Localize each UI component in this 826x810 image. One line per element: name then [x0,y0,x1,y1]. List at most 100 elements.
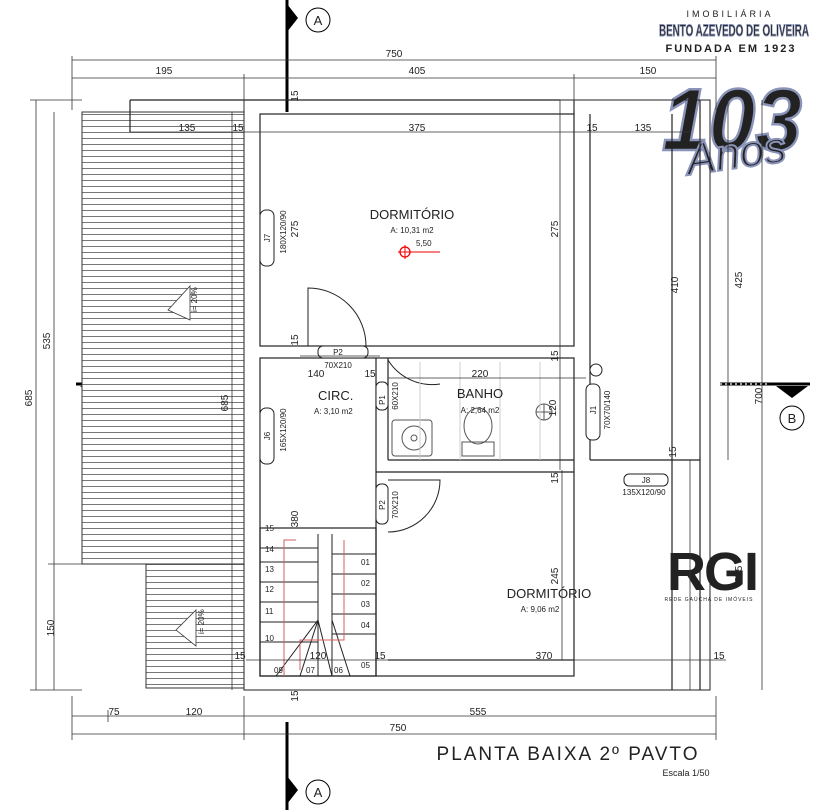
svg-text:220: 220 [472,369,489,380]
svg-text:685: 685 [220,394,231,411]
deck-top: i= 20% [81,111,245,565]
room-dorm1: DORMITÓRIO A: 10,31 m2 5,50 [370,207,455,259]
svg-text:05: 05 [361,661,370,670]
svg-text:245: 245 [670,565,681,582]
svg-text:15: 15 [374,651,386,662]
logo-line-2: BENTO AZEVEDO DE OLIVEIRA [659,21,809,40]
window-j6: J6 165X120/90 [259,407,288,465]
svg-text:A: A [314,13,323,28]
svg-text:15: 15 [232,123,244,134]
room-name: DORMITÓRIO [370,207,455,222]
door-p2-dorm1: P2 70X210 [307,287,369,370]
stair-step-numbers: 15 14 13 12 11 10 01 02 03 04 05 09 07 0… [265,524,370,675]
slope-label-top: i= 20% [190,287,199,312]
door-p2-size: 70X210 [324,361,352,370]
company-logo: IMOBILIÁRIA BENTO AZEVEDO DE OLIVEIRA FU… [659,9,810,186]
svg-text:J8: J8 [642,476,651,485]
door-p2-id: P2 [333,348,343,357]
svg-text:700: 700 [754,387,765,404]
svg-text:04: 04 [361,621,370,630]
svg-text:410: 410 [670,276,681,293]
svg-text:180X120/90: 180X120/90 [279,210,288,254]
room-banho: BANHO A: 2,64 m2 [457,386,503,415]
svg-text:13: 13 [265,565,274,574]
svg-text:J1: J1 [589,405,598,414]
svg-text:06: 06 [334,666,343,675]
room-dorm2: DORMITÓRIO A: 9,06 m2 [507,586,592,614]
svg-text:15: 15 [550,472,561,484]
svg-text:135: 135 [179,123,196,134]
room-name: BANHO [457,386,503,401]
svg-text:15: 15 [290,90,301,102]
svg-text:03: 03 [361,600,370,609]
walls [129,99,711,691]
staircase [260,534,376,677]
svg-text:01: 01 [361,558,370,567]
svg-text:135X120/90: 135X120/90 [622,488,666,497]
logo-line-3: FUNDADA EM 1923 [665,43,796,55]
svg-text:09: 09 [274,666,283,675]
svg-text:70X210: 70X210 [391,491,400,519]
svg-text:425: 425 [734,271,745,288]
section-marker-a-bottom: A [285,722,331,810]
watermark: RGI REDE GAÚCHA DE IMÓVEIS [665,542,759,603]
svg-text:555: 555 [470,707,487,718]
svg-text:120: 120 [548,399,559,416]
section-marker-a-top: A [285,0,331,112]
room-circ: CIRC. A: 3,10 m2 [314,388,353,416]
svg-text:P1: P1 [378,395,387,405]
svg-text:685: 685 [24,389,35,406]
svg-text:15: 15 [668,446,679,458]
svg-text:15: 15 [364,369,376,380]
svg-text:J6: J6 [263,431,272,440]
room-name: CIRC. [318,388,353,403]
logo-line-1: IMOBILIÁRIA [686,9,773,19]
svg-text:275: 275 [550,220,561,237]
door-p1-banho: P1 60X210 [375,359,441,411]
svg-text:A: A [314,785,323,800]
svg-text:140: 140 [308,369,325,380]
svg-text:07: 07 [306,666,315,675]
logo-anniversary: 103 [662,70,802,169]
svg-text:02: 02 [361,579,370,588]
svg-text:P2: P2 [378,500,387,510]
svg-text:275: 275 [734,565,745,582]
svg-text:B: B [788,411,797,426]
title-block: PLANTA BAIXA 2º PAVTO Escala 1/50 [437,744,710,778]
svg-text:120: 120 [186,707,203,718]
section-marker-b-right: B [720,382,810,431]
svg-text:405: 405 [409,66,426,77]
window-j8: J8 135X120/90 [622,473,669,497]
svg-text:535: 535 [42,332,53,349]
svg-text:150: 150 [640,66,657,77]
watermark-text: RGI [667,542,757,602]
window-j7: J7 180X120/90 [259,209,288,267]
svg-text:10: 10 [265,634,274,643]
svg-text:120: 120 [310,651,327,662]
svg-text:380: 380 [290,510,301,527]
window-j1: J1 70X70/140 [585,363,612,441]
svg-text:750: 750 [386,49,403,60]
plan-title: PLANTA BAIXA 2º PAVTO [437,744,700,765]
svg-text:70X70/140: 70X70/140 [603,390,612,429]
svg-text:15: 15 [586,123,598,134]
svg-text:75: 75 [108,707,120,718]
svg-text:15: 15 [234,651,246,662]
svg-text:15: 15 [713,651,725,662]
dimension-labels: 750 195 405 150 135 15 375 15 135 15 535… [24,49,765,734]
svg-text:750: 750 [390,723,407,734]
room-name: DORMITÓRIO [507,586,592,601]
svg-text:15: 15 [550,350,561,362]
room-area: A: 10,31 m2 [390,226,434,235]
svg-text:11: 11 [265,607,274,616]
svg-text:14: 14 [265,545,274,554]
plan-scale: Escala 1/50 [662,768,709,778]
svg-text:12: 12 [265,585,274,594]
room-area: A: 2,64 m2 [461,406,500,415]
svg-text:15: 15 [290,334,301,346]
level-value: 5,50 [416,239,432,248]
slope-label-bottom: i= 20% [197,609,206,634]
svg-text:J7: J7 [263,233,272,242]
svg-text:60X210: 60X210 [391,382,400,410]
